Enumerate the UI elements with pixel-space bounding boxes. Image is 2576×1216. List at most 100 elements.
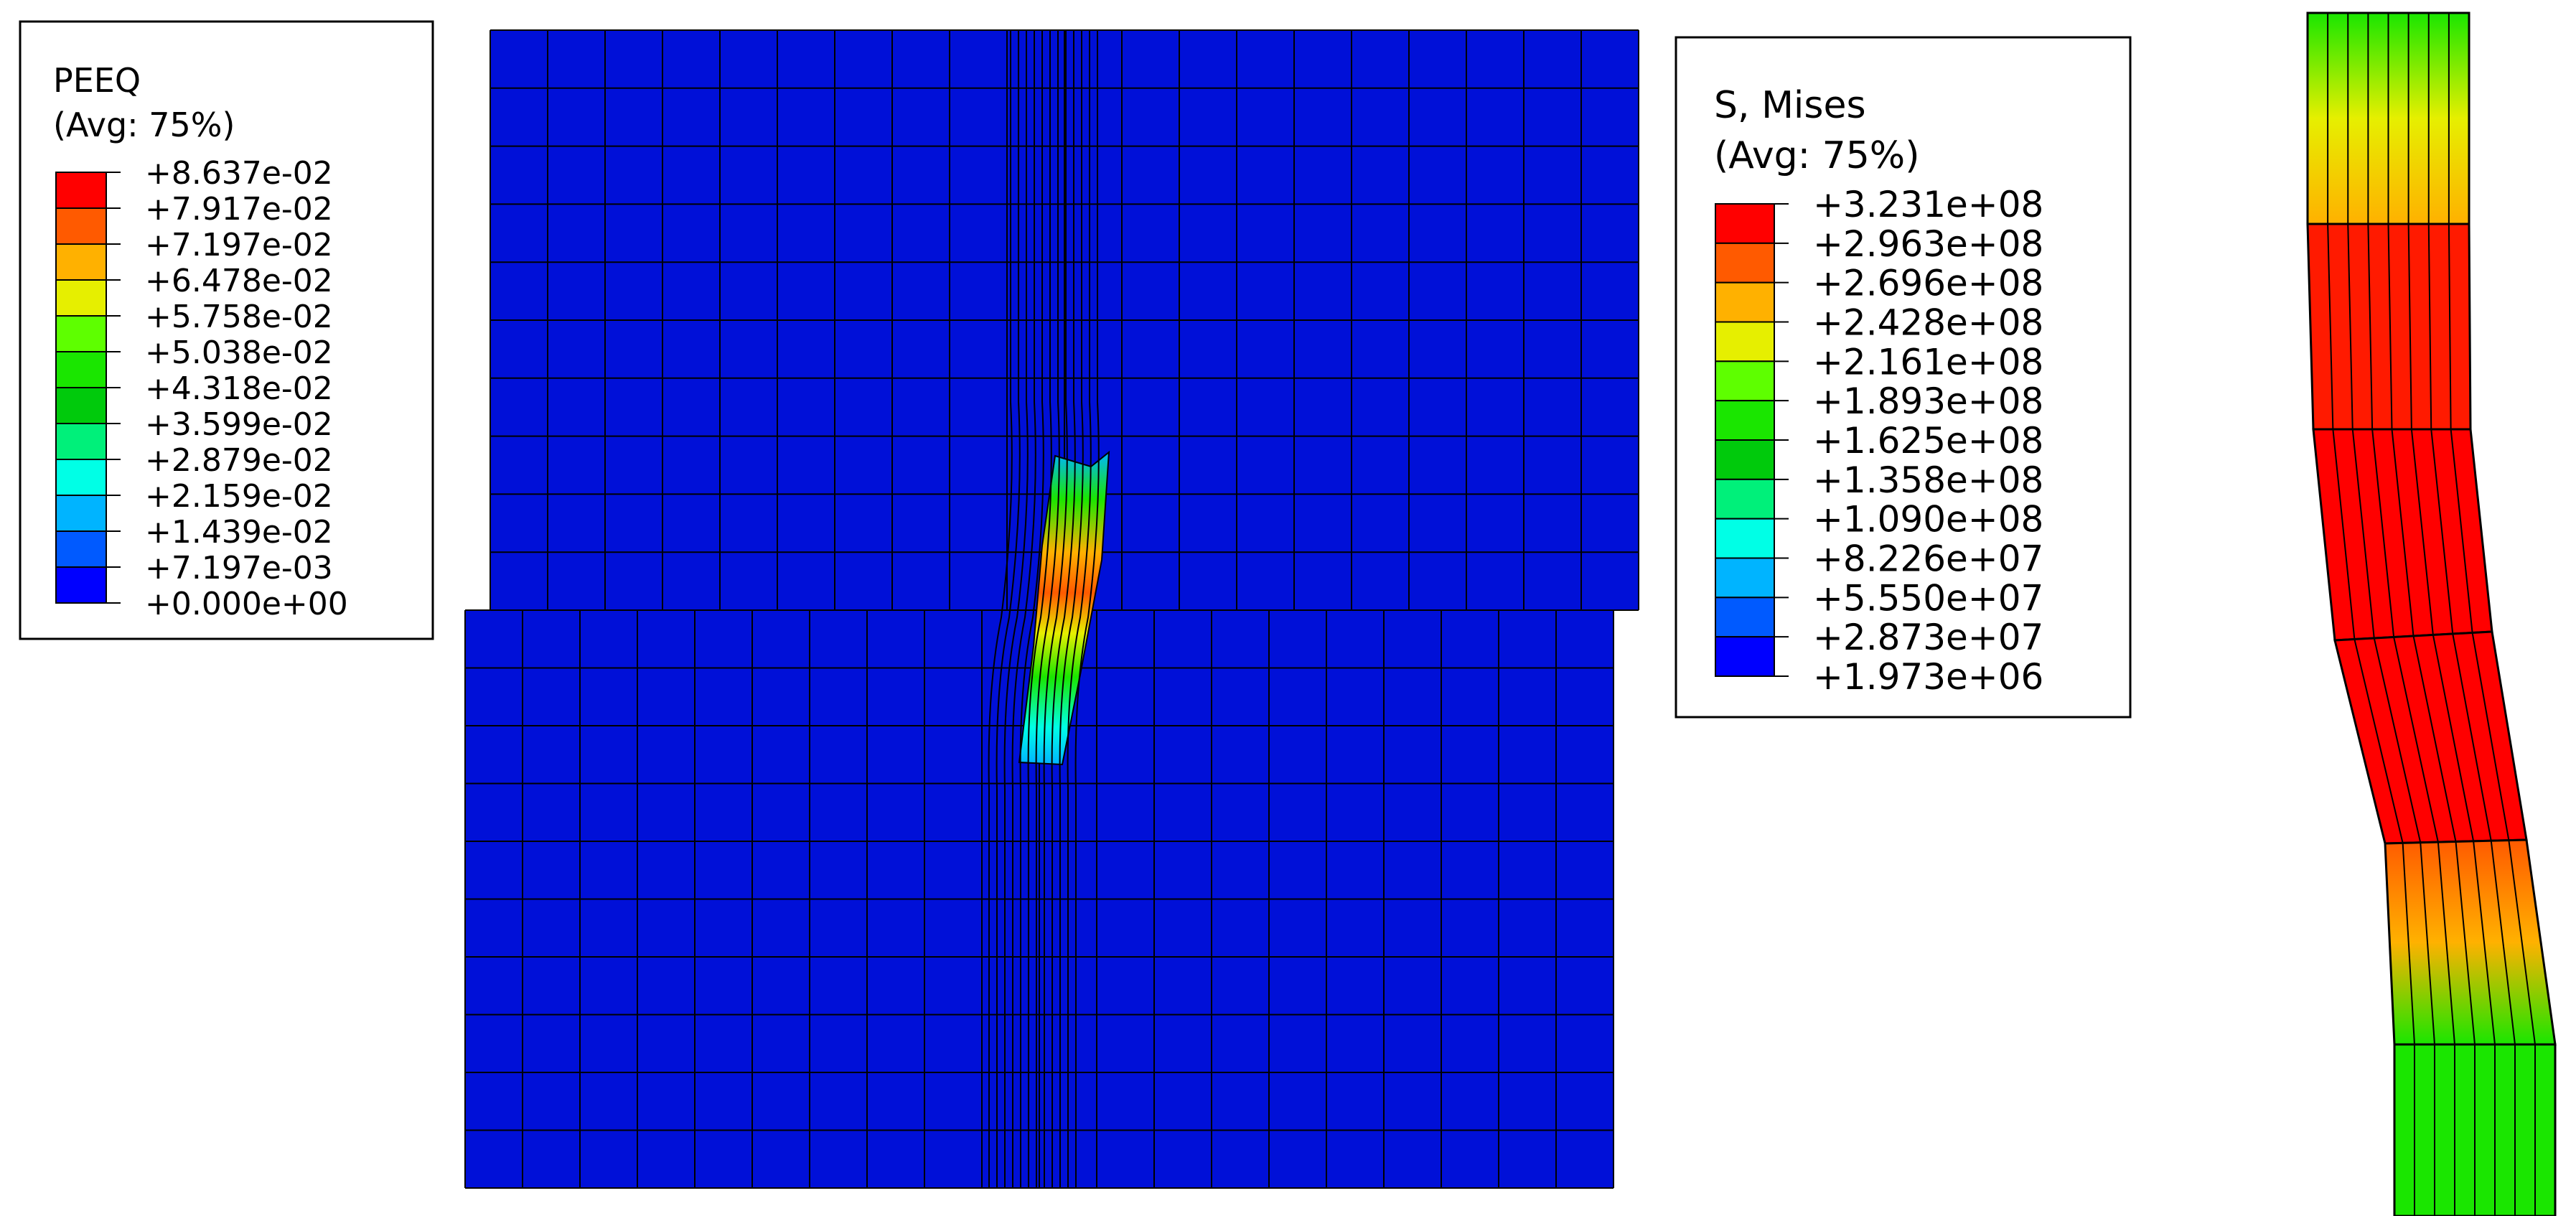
peeq-legend-label: +7.197e-03 <box>145 550 333 586</box>
mises-legend-label: +3.231e+08 <box>1813 184 2043 225</box>
column-facet-line <box>2412 635 2457 842</box>
seam-line <box>1051 30 1076 1188</box>
mises-legend-label: +2.963e+08 <box>1813 223 2043 265</box>
mises-legend-label: +1.090e+08 <box>1813 499 2043 541</box>
column-facet-line <box>2427 223 2432 430</box>
column-facet-line <box>2407 223 2412 430</box>
peeq-legend-label: +3.599e-02 <box>145 406 333 443</box>
seam-line <box>1067 30 1092 1188</box>
column-facet-line <box>2490 841 2516 1045</box>
column-facet-line <box>2432 635 2475 842</box>
column-facet-line <box>2327 223 2334 430</box>
seam-line <box>988 30 1013 1188</box>
peeq-legend-swatch <box>55 279 107 317</box>
mises-legend-label: +2.873e+07 <box>1813 617 2043 658</box>
peeq-legend-label: +2.159e-02 <box>145 478 333 515</box>
peeq-legend-label: +5.038e-02 <box>145 335 333 371</box>
mises-legend-label: +2.696e+08 <box>1813 263 2043 304</box>
column-facet-line <box>2508 840 2536 1045</box>
seam-line <box>1035 30 1060 1188</box>
column-facet-line <box>2332 429 2356 640</box>
seam-line <box>1027 30 1052 1188</box>
mises-color-bar: +3.231e+08+2.963e+08+2.696e+08+2.428e+08… <box>1715 184 2043 698</box>
column-facet-line <box>2402 843 2415 1045</box>
mises-legend-label: +1.358e+08 <box>1813 459 2043 501</box>
peeq-legend-swatch <box>55 459 107 496</box>
column-facet-line <box>2351 429 2375 639</box>
seam-line <box>1043 30 1068 1188</box>
column-facet-line <box>2371 429 2395 637</box>
mises-legend-swatch <box>1715 242 1775 284</box>
peeq-legend-swatch <box>55 243 107 281</box>
peeq-legend-swatch <box>55 423 107 460</box>
mises-legend-label: +8.226e+07 <box>1813 538 2043 580</box>
column-facet-line <box>2437 842 2455 1045</box>
column-segment-4 <box>2333 630 2528 845</box>
mises-legend-subtitle: (Avg: 75%) <box>1714 134 1920 177</box>
peeq-legend-swatch <box>55 495 107 532</box>
deformed-column <box>2306 11 2557 1216</box>
mises-legend-label: +2.161e+08 <box>1813 341 2043 383</box>
column-facet-line <box>2471 632 2510 841</box>
column-facet-line <box>2347 223 2353 430</box>
seam-line <box>1074 30 1100 1188</box>
mises-legend-label: +5.550e+07 <box>1813 577 2043 619</box>
upper-block-grid <box>490 29 1639 611</box>
column-facet-line <box>2387 223 2393 430</box>
column-facet-line <box>2420 842 2435 1045</box>
mises-legend-title: S, Mises <box>1714 84 1866 127</box>
mises-legend-swatch <box>1715 400 1775 441</box>
peeq-color-bar: +8.637e-02+7.917e-02+7.197e-02+6.478e-02… <box>55 155 348 622</box>
peeq-legend: PEEQ (Avg: 75%) +8.637e-02+7.917e-02+7.1… <box>19 20 434 640</box>
mises-legend-label: +1.625e+08 <box>1813 420 2043 462</box>
peeq-legend-swatch <box>55 172 107 209</box>
seam-line <box>1019 30 1044 1188</box>
mises-legend-swatch <box>1715 321 1775 363</box>
column-facet-line <box>2448 223 2452 430</box>
peeq-legend-label: +5.758e-02 <box>145 299 333 335</box>
peeq-legend-title: PEEQ <box>53 61 141 100</box>
column-facet-line <box>2473 841 2496 1045</box>
column-facet-line <box>2455 841 2476 1045</box>
column-facet-line <box>2393 637 2439 843</box>
peeq-legend-label: +1.439e-02 <box>145 514 333 551</box>
peeq-legend-label: +4.318e-02 <box>145 370 333 407</box>
peeq-legend-label: +0.000e+00 <box>145 586 348 622</box>
seam-line <box>1003 30 1029 1188</box>
mises-legend-swatch <box>1715 281 1775 323</box>
mises-legend-label: +2.428e+08 <box>1813 302 2043 344</box>
peeq-legend-swatch <box>55 351 107 388</box>
column-facet-line <box>2367 223 2374 430</box>
peeq-legend-label: +2.879e-02 <box>145 442 333 479</box>
peeq-legend-swatch <box>55 566 107 604</box>
mises-legend-swatch <box>1715 557 1775 599</box>
column-facet-line <box>2430 429 2454 635</box>
mises-legend-swatch <box>1715 597 1775 638</box>
mises-legend-swatch <box>1715 478 1775 520</box>
mises-legend-swatch <box>1715 518 1775 559</box>
mises-legend-label: +1.893e+08 <box>1813 380 2043 422</box>
seam-line <box>1059 30 1084 1188</box>
mises-legend-swatch <box>1715 636 1775 678</box>
plastic-strain-hotspot <box>1018 450 1110 766</box>
seam-line <box>996 30 1021 1188</box>
column-segment-5 <box>2384 838 2557 1046</box>
column-mesh-lines <box>2327 13 2536 1216</box>
column-facet-line <box>2373 637 2422 843</box>
mises-legend-swatch <box>1715 360 1775 402</box>
peeq-legend-swatch <box>55 530 107 568</box>
column-facet-line <box>2450 429 2473 633</box>
mises-legend-swatch <box>1715 203 1775 244</box>
weld-seam-lines <box>988 30 1100 1188</box>
mises-legend: S, Mises (Avg: 75%) +3.231e+08+2.963e+08… <box>1675 36 2132 719</box>
peeq-legend-subtitle: (Avg: 75%) <box>53 106 235 144</box>
peeq-legend-label: +7.197e-02 <box>145 227 333 263</box>
peeq-legend-label: +7.917e-02 <box>145 191 333 228</box>
column-facet-line <box>2452 633 2492 841</box>
mises-legend-swatch <box>1715 439 1775 480</box>
column-facet-line <box>2410 429 2434 635</box>
peeq-legend-label: +6.478e-02 <box>145 263 333 299</box>
column-facet-line <box>2391 429 2415 637</box>
peeq-legend-label: +8.637e-02 <box>145 155 333 192</box>
peeq-legend-swatch <box>55 207 107 245</box>
